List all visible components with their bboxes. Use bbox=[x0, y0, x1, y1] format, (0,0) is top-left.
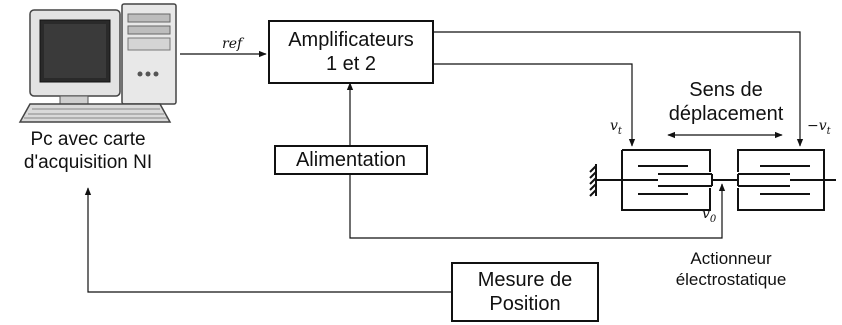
v0-signal-label: v0 bbox=[702, 206, 716, 228]
direction-label: Sens de déplacement bbox=[646, 78, 806, 126]
actuator-label-line2: électrostatique bbox=[675, 270, 787, 289]
computer-icon bbox=[18, 3, 177, 123]
vt-left-signal-label: vt bbox=[610, 118, 622, 140]
amplifiers-block: Amplificateurs 1 et 2 bbox=[268, 20, 434, 84]
vt-right-sub: t bbox=[826, 125, 831, 137]
vt-right-signal-label: −vt bbox=[807, 118, 831, 140]
v0-sub: 0 bbox=[709, 213, 717, 225]
direction-label-line1: Sens de bbox=[689, 79, 763, 101]
computer-label-line2: d'acquisition NI bbox=[23, 152, 153, 173]
position-measure-label-line2: Position bbox=[489, 293, 561, 315]
ref-signal-label: ref bbox=[222, 36, 242, 52]
computer-label-line1: Pc avec carte bbox=[30, 129, 146, 150]
computer-label: Pc avec carte d'acquisition NI bbox=[8, 128, 168, 174]
position-measure-block: Mesure de Position bbox=[451, 262, 599, 322]
direction-label-line2: déplacement bbox=[668, 103, 784, 125]
power-supply-label: Alimentation bbox=[295, 149, 407, 171]
electrostatic-actuator bbox=[589, 149, 836, 211]
vt-left-text: v bbox=[610, 118, 618, 134]
amplifiers-label-line1: Amplificateurs bbox=[288, 29, 414, 51]
position-measure-label-line1: Mesure de bbox=[477, 269, 573, 291]
ref-text: ref bbox=[222, 36, 243, 52]
vt-left-sub: t bbox=[617, 125, 622, 137]
vt-right-text: −v bbox=[807, 118, 827, 134]
amplifiers-label-line2: 1 et 2 bbox=[325, 53, 377, 75]
v0-text: v bbox=[702, 206, 710, 222]
power-supply-block: Alimentation bbox=[274, 145, 428, 175]
actuator-label-line1: Actionneur bbox=[690, 249, 772, 268]
actuator-label: Actionneur électrostatique bbox=[664, 248, 798, 290]
